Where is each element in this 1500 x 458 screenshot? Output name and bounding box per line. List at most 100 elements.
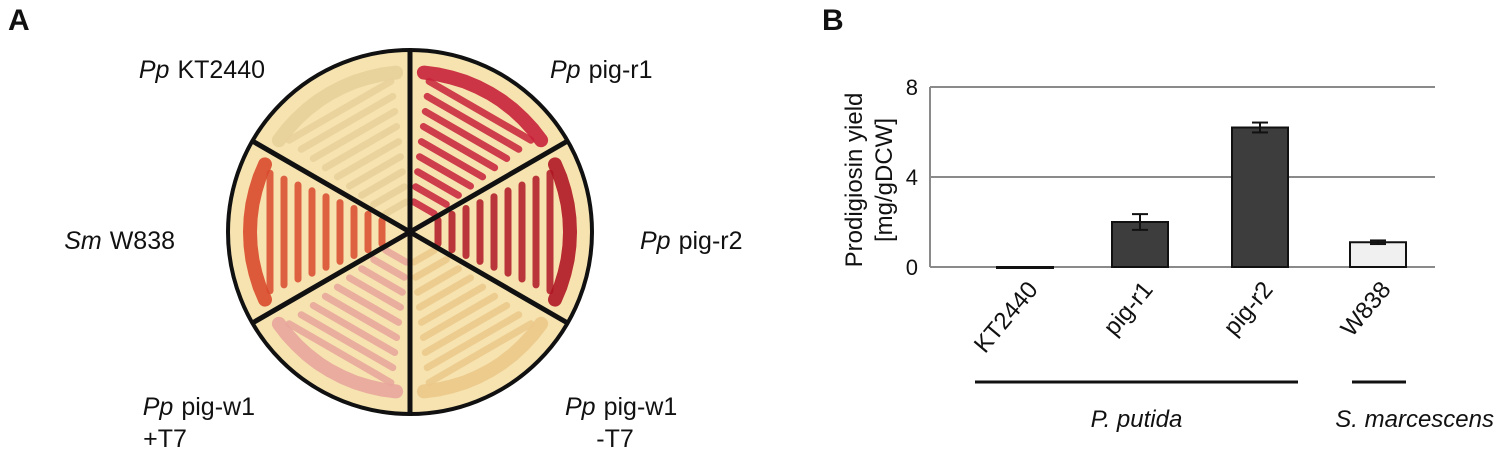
bar-pig-r2 [1231, 126, 1289, 268]
streak-line [382, 246, 410, 266]
label-pig-w1-plus-species: Pp [143, 393, 174, 421]
y-axis-label-line2: [mg/gDCW] [871, 118, 898, 242]
streak-line [358, 168, 406, 199]
label-pig-w1-minus-t7: -T7 [596, 425, 634, 453]
label-w838-species: Sm [64, 227, 102, 255]
streak-arc [416, 65, 549, 148]
streak-pig-r1 [410, 65, 549, 218]
streak-line [425, 77, 535, 144]
x-tick-label-KT2440: KT2440 [969, 277, 1044, 359]
label-w838: Sm W838 [64, 227, 175, 255]
bar-W838 [1349, 241, 1407, 268]
label-pig-w1-plus-strain: pig-w1 [181, 393, 255, 421]
streak-line [285, 77, 395, 144]
sector-divider-1 [408, 138, 569, 235]
label-w838-strain: W838 [110, 227, 175, 255]
streak-arc [271, 65, 404, 148]
streak-pig-r2 [434, 157, 578, 307]
label-pig-w1-minus: Pp pig-w1 [565, 393, 677, 421]
sector-dividers [251, 50, 569, 414]
y-tick-label-8: 8 [906, 75, 918, 100]
bar-KT2440 [996, 266, 1054, 269]
streak-line [346, 153, 404, 190]
streak-arc [271, 316, 404, 399]
streak-line [419, 123, 499, 172]
streak-pig-w1-T7 [410, 246, 549, 399]
streak-line [410, 246, 438, 266]
label-kt2440-species: Pp [139, 56, 170, 84]
streak-line [423, 311, 523, 372]
label-pig-r1-species: Pp [550, 56, 581, 84]
streak-line [382, 198, 410, 218]
streak-line [423, 92, 523, 153]
streak-KT2440 [271, 65, 410, 218]
streak-arc [416, 316, 549, 399]
label-pig-r2: Pp pig-r2 [640, 227, 743, 255]
panel-b-letter: B [822, 4, 844, 37]
group-label-0: P. putida [1091, 406, 1183, 433]
streak-line [309, 108, 399, 162]
label-pig-w1-minus-strain: pig-w1 [604, 393, 678, 421]
sector-divider-2 [408, 229, 569, 326]
streak-line [416, 153, 474, 190]
streak-line [333, 283, 403, 326]
label-pig-r2-strain: pig-r2 [679, 227, 743, 255]
streak-pig-w1+T7 [271, 246, 410, 399]
streak-line [309, 302, 399, 356]
streak-line [416, 274, 474, 311]
streak-line [412, 183, 450, 208]
sector-divider-5 [251, 138, 412, 235]
streak-line [333, 138, 403, 181]
label-kt2440-strain: KT2440 [177, 56, 265, 84]
sector-divider-4 [251, 229, 412, 326]
y-tick-label-4: 4 [906, 165, 918, 190]
streak-line [370, 256, 408, 281]
chart-y-ticks: 0 4 8 [906, 75, 918, 280]
prodigiosin-bar-chart: 0 4 8 KT2440 pig-r1 pig-r2 W838 P. putida S. m… [841, 75, 1494, 433]
label-pig-w1-plus-t7: +T7 [143, 425, 187, 453]
group-label-1: S. marcescens [1335, 406, 1494, 433]
streak-line [421, 108, 511, 162]
x-tick-label-W838: W838 [1336, 277, 1397, 342]
y-axis-label-line1: Prodigiosin yield [841, 93, 868, 268]
chart-group-brackets: P. putida S. marcescens [975, 380, 1494, 433]
streak-layer [242, 65, 578, 399]
streak-line [410, 198, 438, 218]
x-tick-label-pig-r2: pig-r2 [1218, 277, 1278, 341]
panel-a-letter: A [8, 4, 30, 37]
label-pig-r2-species: Pp [640, 227, 671, 255]
streak-line [321, 292, 401, 341]
streak-line [414, 265, 462, 296]
petri-plate [226, 48, 594, 416]
plate-rim [226, 48, 594, 416]
streak-W838 [242, 157, 386, 307]
streak-line [297, 311, 397, 372]
label-pig-w1-minus-species: Pp [565, 393, 596, 421]
y-tick-label-0: 0 [906, 255, 918, 280]
streak-line [297, 92, 397, 153]
streak-line [419, 292, 499, 341]
streak-arc [548, 157, 578, 307]
streak-line [421, 302, 511, 356]
x-tick-label-pig-r1: pig-r1 [1098, 277, 1158, 341]
streak-line [417, 138, 487, 181]
streak-line [417, 283, 487, 326]
streak-line [412, 256, 450, 281]
chart-x-labels: KT2440 pig-r1 pig-r2 W838 [969, 277, 1397, 359]
chart-bars [996, 126, 1407, 269]
chart-gridlines [929, 86, 1435, 268]
streak-line [285, 320, 395, 387]
streak-line [370, 183, 408, 208]
chart-error-bars [1132, 121, 1386, 246]
label-pig-r1-strain: pig-r1 [589, 56, 653, 84]
label-pig-r1: Pp pig-r1 [550, 56, 653, 84]
streak-line [346, 274, 404, 311]
streak-line [358, 265, 406, 296]
streak-arc [242, 157, 272, 307]
streak-line [414, 168, 462, 199]
streak-line [321, 123, 401, 172]
streak-line [425, 320, 535, 387]
